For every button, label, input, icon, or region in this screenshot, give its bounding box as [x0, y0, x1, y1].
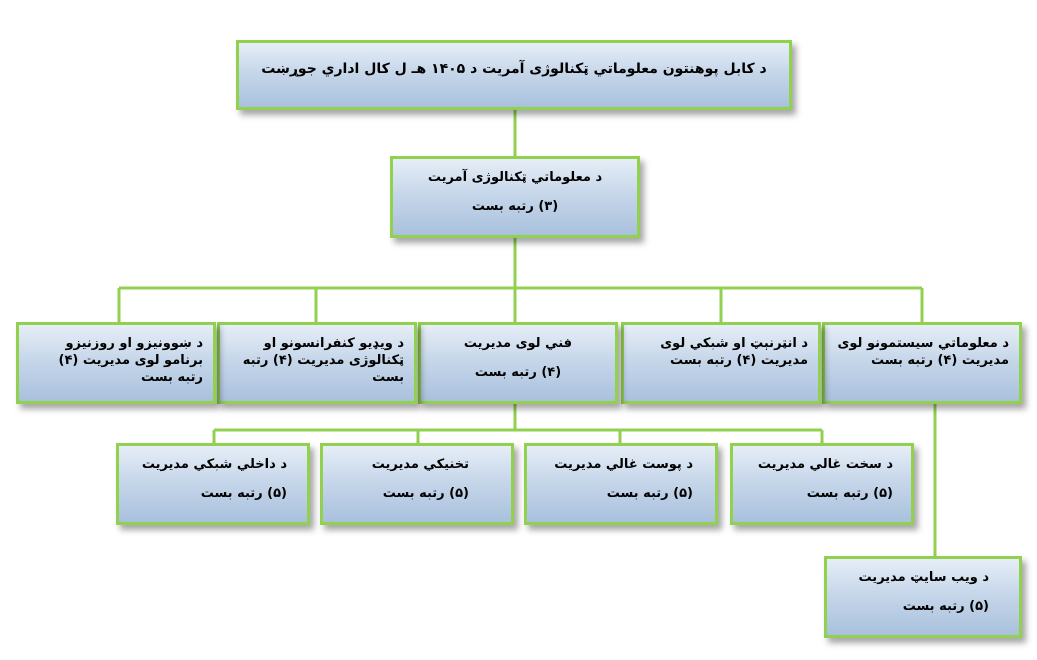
- technical-mgmt-rank: (۵) رتبه بست: [382, 486, 469, 501]
- box-technical-management: فني لوی مدیریت (۴) رتبه بست: [418, 322, 618, 404]
- it-directorate-box: د معلوماتي ټکنالوژی آمریت (۳) رتبه بست: [390, 156, 640, 238]
- software-management-rank: (۵) رتبه بست: [606, 486, 693, 501]
- technical-mgmt-title: تخنیکي مدیریت: [371, 457, 469, 472]
- software-management-title: د پوست غالي مدیریت: [554, 457, 693, 472]
- box-technical-mgmt: تخنیکي مدیریت (۵) رتبه بست: [320, 443, 514, 525]
- hardware-management-rank: (۵) رتبه بست: [806, 486, 893, 501]
- it-directorate-rank: (۳) رتبه بست: [471, 199, 559, 214]
- box-software-management: د پوست غالي مدیریت (۵) رتبه بست: [524, 443, 718, 525]
- internal-network-title: د داخلي شبکي مدیریت: [141, 457, 287, 472]
- education-programs-text: د ښوونیزو او روزنیزو برنامو لوی مدیریت (…: [58, 336, 203, 385]
- box-website-management: د ویب سایټ مدیریت (۵) رتبه بست: [824, 556, 1022, 638]
- box-video-conferencing: د ویډیو کنفرانسونو او ټکنالوژی مدیریت (۴…: [217, 322, 417, 404]
- root-box: د کابل پوهنتون معلوماتي ټکنالوژی آمریت د…: [236, 40, 792, 110]
- internet-network-text: د انټرنېټ او شبکي لوی مدیریت (۴) رتبه بس…: [660, 336, 808, 368]
- box-internet-network: د انټرنېټ او شبکي لوی مدیریت (۴) رتبه بس…: [621, 322, 821, 404]
- box-internal-network: د داخلي شبکي مدیریت (۵) رتبه بست: [116, 443, 310, 525]
- information-systems-text: د معلوماتي سیستمونو لوی مدیریت (۴) رتبه …: [837, 336, 1009, 368]
- box-education-programs: د ښوونیزو او روزنیزو برنامو لوی مدیریت (…: [16, 322, 216, 404]
- website-management-title: د ویب سایټ مدیریت: [858, 570, 989, 585]
- box-hardware-management: د سخت غالي مدیریت (۵) رتبه بست: [730, 443, 914, 525]
- technical-management-rank: (۴) رتبه بست: [474, 365, 562, 380]
- website-management-rank: (۵) رتبه بست: [902, 599, 989, 614]
- box-information-systems: د معلوماتي سیستمونو لوی مدیریت (۴) رتبه …: [822, 322, 1022, 404]
- technical-management-title: فني لوی مدیریت: [463, 336, 573, 351]
- hardware-management-title: د سخت غالي مدیریت: [757, 457, 893, 472]
- it-directorate-title: د معلوماتي ټکنالوژی آمریت: [427, 170, 603, 185]
- internal-network-rank: (۵) رتبه بست: [200, 486, 287, 501]
- video-conferencing-text: د ویډیو کنفرانسونو او ټکنالوژی مدیریت (۴…: [242, 336, 404, 385]
- root-title: د کابل پوهنتون معلوماتي ټکنالوژی آمریت د…: [261, 61, 767, 77]
